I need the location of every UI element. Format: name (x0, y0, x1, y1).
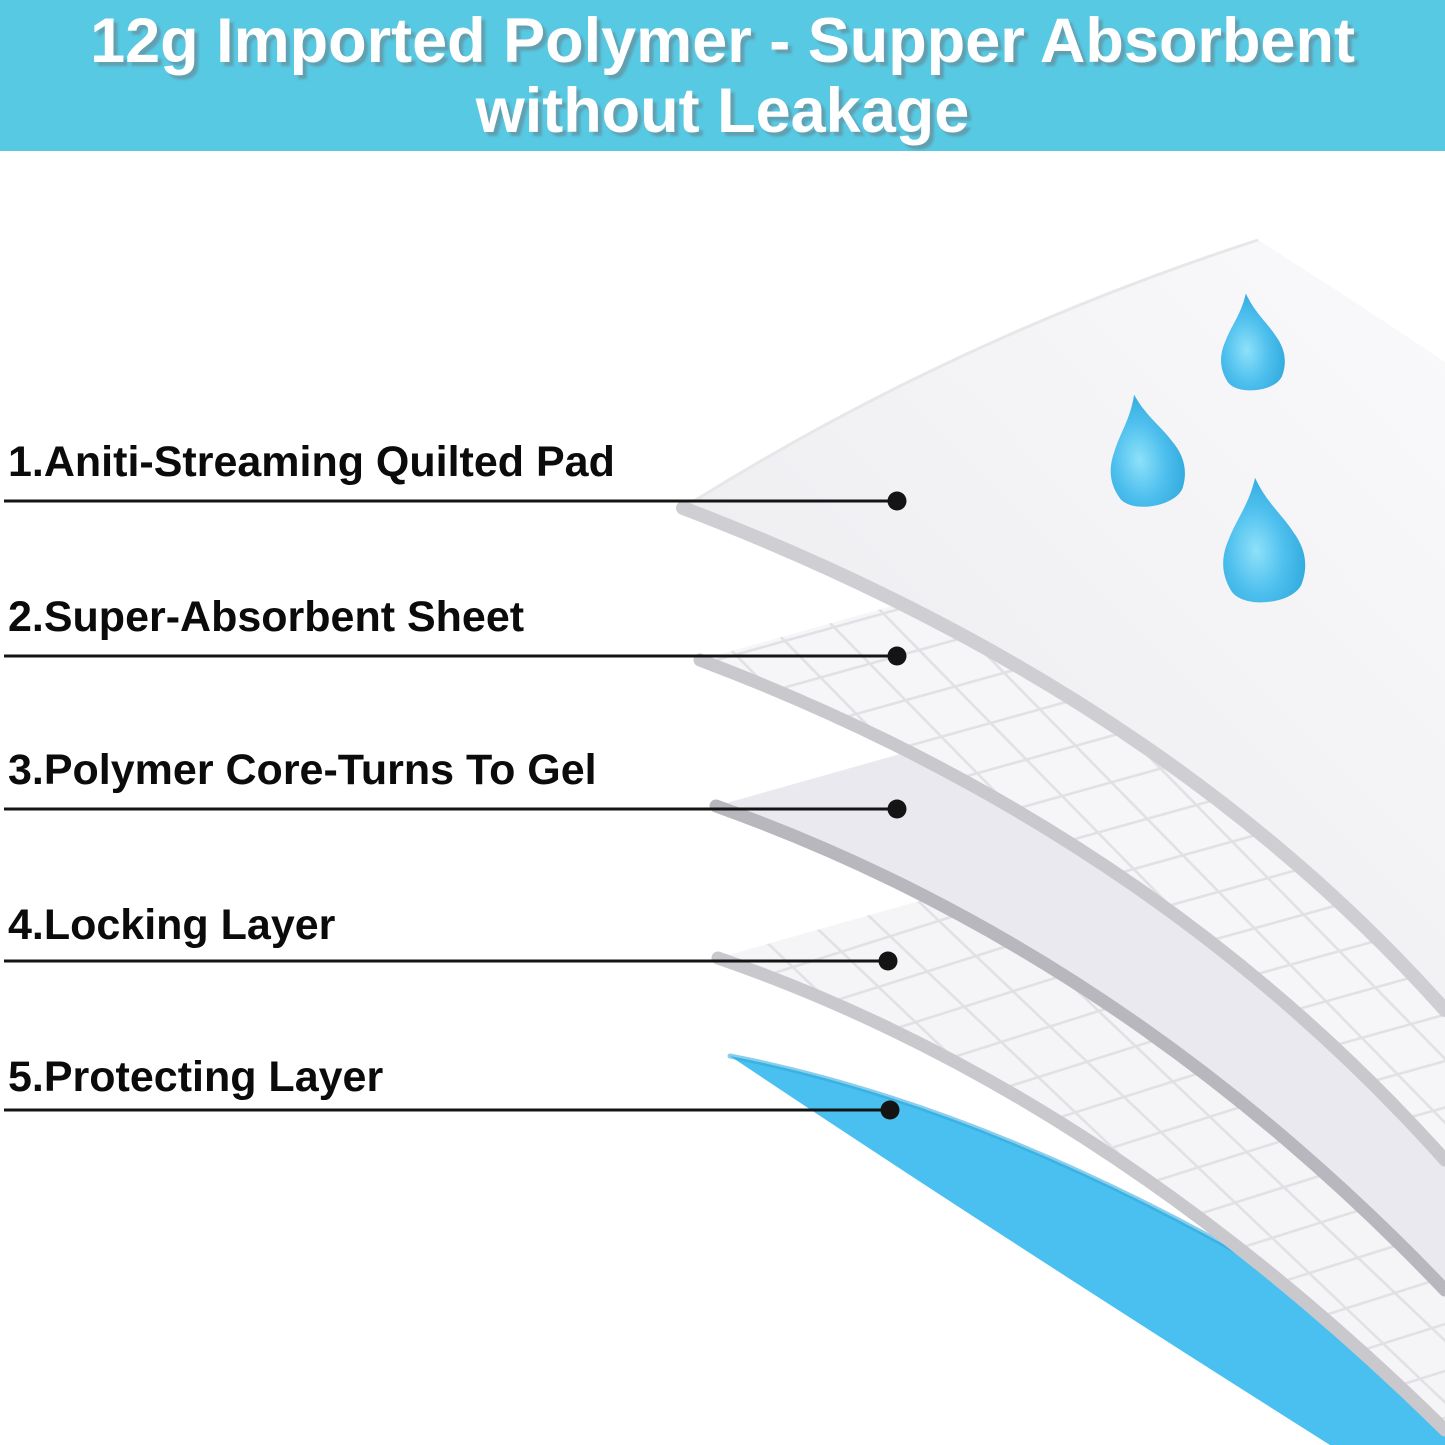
header-banner: 12g Imported Polymer - Supper Absorbent … (0, 0, 1445, 151)
leader-dot-5 (880, 1100, 900, 1120)
layer-label-2: 2.Super-Absorbent Sheet (8, 593, 525, 641)
leader-lines (4, 499, 897, 1112)
banner-title-line2: without Leakage (475, 75, 970, 146)
layer-4-bottom-edge (711, 951, 1445, 1437)
layer-5-protecting-sheet (730, 1056, 1445, 1445)
layer-label-3: 3.Polymer Core-Turns To Gel (8, 746, 597, 794)
leader-dot-3 (887, 799, 907, 819)
layer-3-bottom-edge (709, 799, 1445, 1297)
layer-1-bottom-edge (676, 501, 1445, 1017)
layer-1-top-sheet (683, 240, 1445, 1010)
layer-1-left-edge-highlight (682, 238, 1259, 510)
leader-dot-1 (887, 491, 907, 511)
layer-label-5: 5.Protecting Layer (8, 1053, 384, 1101)
layer-2-bottom-edge (693, 653, 1445, 1167)
leader-dot-4 (878, 951, 898, 971)
banner-title-line1: 12g Imported Polymer - Supper Absorbent (90, 5, 1355, 76)
layer-label-4: 4.Locking Layer (8, 901, 336, 949)
layer-label-1: 1.Aniti-Streaming Quilted Pad (8, 438, 615, 486)
leader-dot-2 (887, 646, 907, 666)
leader-dots (878, 491, 907, 1120)
